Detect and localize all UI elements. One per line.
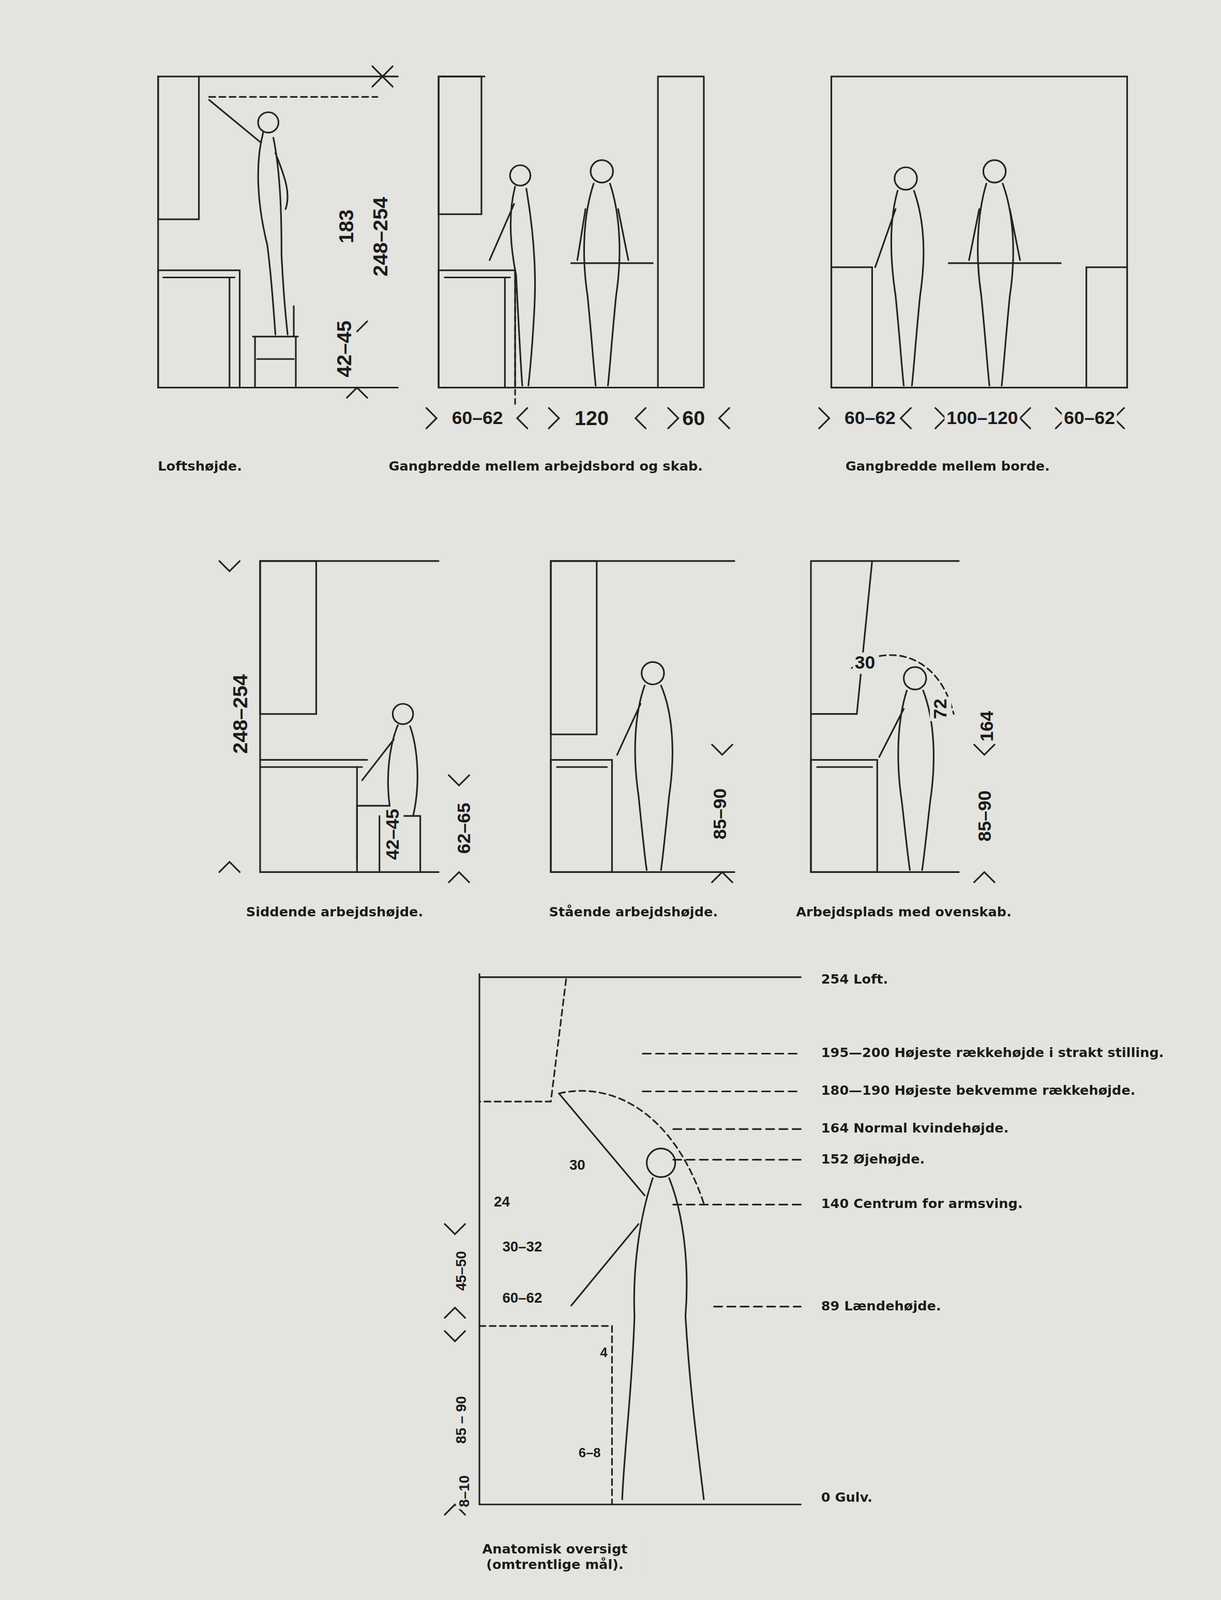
caption-text: Gangbredde mellem borde.: [843, 459, 1052, 475]
dimension-value: 85–90: [709, 786, 731, 842]
dimension-value: 100–120: [944, 407, 1020, 429]
dimension-value: 62–65: [453, 800, 475, 856]
dimension-value: 183: [335, 207, 359, 246]
dimension-value: 60–62: [449, 407, 506, 429]
dimension-value: 120: [572, 406, 611, 430]
caption-text: 254 Loft.: [819, 972, 891, 988]
caption-text: 180—190 Højeste bekvemme rækkehøjde.: [819, 1083, 1138, 1099]
caption-text: Siddende arbejdshøjde.: [244, 905, 426, 921]
dimension-value: 72: [929, 696, 952, 721]
dimension-value: 60–62: [842, 407, 898, 429]
dimension-value: 30–32: [500, 1238, 545, 1255]
dimension-value: 248–254: [368, 194, 393, 279]
dimension-value: 42–45: [382, 806, 404, 863]
dimension-value: 85–90: [974, 788, 997, 844]
caption-text: Anatomisk oversigt (omtrentlige mål).: [465, 1542, 644, 1573]
caption-text: 140 Centrum for armsving.: [819, 1197, 1025, 1213]
dimension-value: 85 – 90: [453, 1394, 470, 1446]
dimension-value: 24: [491, 1193, 512, 1211]
dimension-value: 4: [598, 1346, 610, 1362]
caption-text: 164 Normal kvindehøjde.: [819, 1121, 1012, 1137]
caption-text: 152 Øjehøjde.: [819, 1152, 927, 1168]
dimension-value: 164: [976, 709, 999, 744]
dimension-value: 248–254: [229, 672, 253, 756]
caption-text: Arbejdsplads med ovenskab.: [793, 905, 1014, 921]
dimension-value: 60–62: [500, 1289, 545, 1306]
dimension-value: 60–62: [1061, 407, 1118, 429]
dimension-value: 45–50: [453, 1248, 470, 1293]
dimension-value: 42–45: [333, 318, 357, 380]
dimension-value: 30: [567, 1156, 588, 1174]
dimension-value: 6–8: [576, 1445, 604, 1461]
caption-text: Stående arbejdshøjde.: [547, 905, 721, 921]
dimension-value: 60: [680, 406, 707, 430]
caption-text: Loftshøjde.: [155, 459, 245, 475]
dimension-value: 30: [852, 652, 878, 674]
caption-text: Gangbredde mellem arbejdsbord og skab.: [386, 459, 705, 475]
caption-text: 195—200 Højeste rækkehøjde i strakt stil…: [819, 1046, 1167, 1062]
caption-text: 89 Lændehøjde.: [819, 1299, 944, 1315]
dimension-value: 8–10: [456, 1473, 473, 1510]
caption-text: 0 Gulv.: [819, 1490, 875, 1506]
